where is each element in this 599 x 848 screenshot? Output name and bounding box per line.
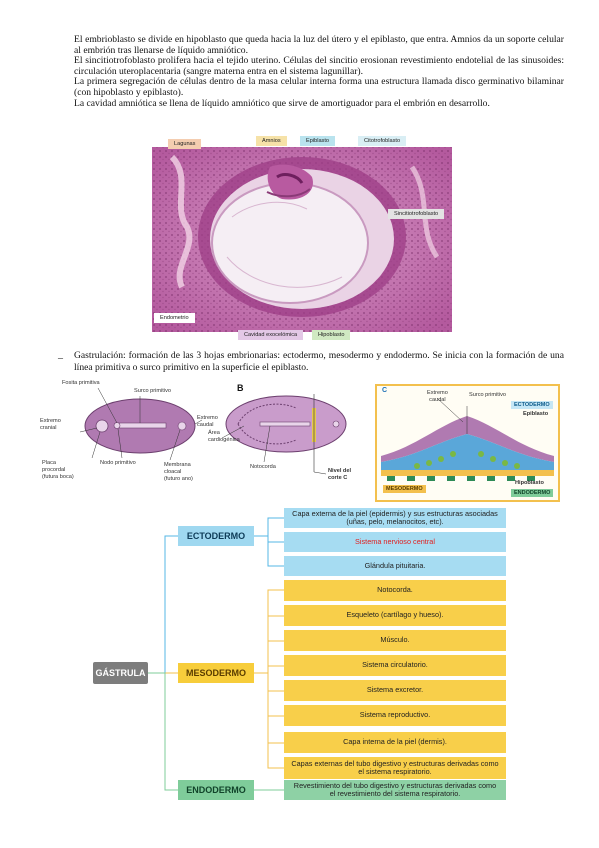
label-surco-primitivo-c: Surco primitivo <box>469 392 506 398</box>
label-area-cardiogenica: Área cardiogénica <box>208 430 240 443</box>
diagram-c-letter: C <box>382 387 388 394</box>
label-mesodermo-c: MESODERMO <box>383 485 426 493</box>
label-extremo-caudal-c: Extremo caudal <box>427 390 448 403</box>
label-citotrofoblasto: Citotrofoblasto <box>358 136 407 146</box>
label-notocorda-b: Notocorda <box>250 464 276 470</box>
label-surco-primitivo-a: Surco primitivo <box>134 388 171 394</box>
label-fosita-primitiva: Fosita primitiva <box>62 380 100 386</box>
intro-paragraph-1: El embrioblasto se divide en hipoblasto … <box>74 34 564 56</box>
leaf-ecto-snc: Sistema nervioso central <box>284 532 506 552</box>
leaf-ecto-epidermis: Capa externa de la piel (epidermis) y su… <box>284 508 506 528</box>
gastrulacion-text: Gastrulación: formación de las 3 hojas e… <box>74 350 564 373</box>
label-ectodermo-c: ECTODERMO <box>511 401 553 409</box>
leaf-meso-reproductivo: Sistema reproductivo. <box>284 705 506 726</box>
leaf-meso-musculo: Músculo. <box>284 630 506 651</box>
label-endometrio: Endometrio <box>154 313 195 323</box>
node-ectodermo: ECTODERMO <box>178 526 254 546</box>
label-epiblasto-c: Epiblasto <box>523 411 549 417</box>
leaf-meso-notocorda: Notocorda. <box>284 580 506 601</box>
leaf-ecto-pituitaria: Glándula pituitaria. <box>284 556 506 576</box>
label-nodo-primitivo: Nodo primitivo <box>100 460 136 466</box>
label-membrana-cloacal: Membrana cloacal (futuro ano) <box>164 462 193 482</box>
label-placa-procordal: Placa procordal (futura boca) <box>42 460 74 480</box>
intro-text: El embrioblasto se divide en hipoblasto … <box>74 34 564 109</box>
label-cavidad-exocelomica: Cavidad exocelómica <box>238 330 304 340</box>
label-epiblasto: Epiblasto <box>300 136 336 146</box>
label-amnios: Amnios <box>256 136 287 146</box>
label-hipoblasto: Hipoblasto <box>312 330 351 340</box>
leaf-meso-tubo-digestivo: Capas externas del tubo digestivo y estr… <box>284 757 506 779</box>
node-mesodermo: MESODERMO <box>178 663 254 683</box>
histology-micrograph: Lagunas Amnios Epiblasto Citotrofoblasto… <box>152 136 452 344</box>
intro-paragraph-4: La cavidad amniótica se llena de líquido… <box>74 97 490 109</box>
diagram-b: B Área cardiogénica Notocorda Nivel del … <box>208 382 368 497</box>
leaf-meso-circulatorio: Sistema circulatorio. <box>284 655 506 676</box>
node-endodermo: ENDODERMO <box>178 780 254 800</box>
embryo-disc-cells-view <box>221 394 347 475</box>
label-hipoblasto-c: Hipoblasto <box>515 480 544 486</box>
node-gastrula: GÁSTRULA <box>93 662 148 684</box>
diagram-c: C Extremo caudal Surco primitivo ECTODER… <box>375 384 560 502</box>
intro-paragraph-3: La primera segregación de células dentro… <box>74 76 564 98</box>
embryo-disc-top-view <box>79 387 203 461</box>
leaf-meso-esqueleto: Esqueleto (cartílago y hueso). <box>284 605 506 626</box>
intro-paragraph-2: El sincitiotrofoblasto prolifera hacia e… <box>74 55 564 77</box>
leaf-meso-dermis: Capa interna de la piel (dermis). <box>284 732 506 753</box>
bullet-dash: – <box>58 353 63 364</box>
label-extremo-caudal-a: Extremo caudal <box>197 415 218 428</box>
label-endodermo-c: ENDODERMO <box>511 489 554 497</box>
leaf-endo-revestimiento: Revestimiento del tubo digestivo y estru… <box>284 780 506 800</box>
micrograph-image <box>152 147 452 332</box>
diagram-b-letter: B <box>237 383 244 393</box>
leaf-meso-excretor: Sistema excretor. <box>284 680 506 701</box>
label-lagunas: Lagunas <box>168 139 202 149</box>
embryo-cross-section <box>381 397 554 481</box>
label-sincitiotrofoblasto: Sincitiotrofoblasto <box>388 209 445 219</box>
label-extremo-cranial: Extremo cranial <box>40 418 61 431</box>
label-nivel-corte: Nivel del corte C <box>328 468 352 481</box>
diagram-a: Fosita primitiva Surco primitivo Extremo… <box>40 380 218 500</box>
